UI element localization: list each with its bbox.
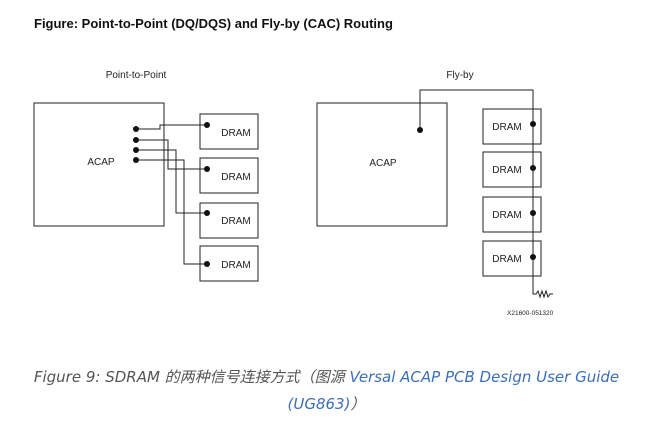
right-dram-label-3: DRAM xyxy=(492,210,521,221)
right-dram-box-1 xyxy=(482,108,542,145)
flyby-dot-dram-1 xyxy=(530,121,536,127)
p2p-dot-dram-2 xyxy=(204,166,210,172)
left-dram-label-2: DRAM xyxy=(221,172,250,183)
figure-id: X21600-051320 xyxy=(507,310,554,317)
flyby-dot-dram-3 xyxy=(530,210,536,216)
termination-resistor-icon xyxy=(532,286,553,299)
p2p-dot-dram-1 xyxy=(204,122,210,128)
flyby-dot-acap xyxy=(417,127,423,133)
caption-suffix: ） xyxy=(350,395,366,413)
right-diagram-label: Fly-by xyxy=(446,70,473,81)
p2p-line-3 xyxy=(136,149,207,214)
flyby-dot-dram-2 xyxy=(530,165,536,171)
p2p-dot-acap-2 xyxy=(133,137,139,143)
left-dram-box-3 xyxy=(199,202,259,239)
p2p-dot-dram-3 xyxy=(204,210,210,216)
right-acap-box xyxy=(316,102,448,227)
flyby-bus xyxy=(419,89,534,286)
p2p-dot-acap-4 xyxy=(133,157,139,163)
figure-title: Figure: Point-to-Point (DQ/DQS) and Fly-… xyxy=(34,16,393,31)
p2p-line-1 xyxy=(136,124,207,130)
left-dram-label-3: DRAM xyxy=(221,216,250,227)
left-dram-label-4: DRAM xyxy=(221,260,250,271)
right-dram-label-1: DRAM xyxy=(492,122,521,133)
caption-source-link[interactable]: Versal ACAP PCB Design User Guide (UG863… xyxy=(287,368,620,413)
caption-prefix: Figure 9: SDRAM 的两种信号连接方式（图源 xyxy=(33,368,350,386)
left-dram-box-2 xyxy=(199,157,259,194)
flyby-dot-dram-4 xyxy=(530,254,536,260)
p2p-dot-dram-4 xyxy=(204,261,210,267)
left-acap-label: ACAP xyxy=(87,157,115,168)
p2p-dot-acap-3 xyxy=(133,147,139,153)
right-dram-label-4: DRAM xyxy=(492,254,521,265)
left-dram-box-1 xyxy=(199,113,259,150)
figure-caption: Figure 9: SDRAM 的两种信号连接方式（图源 Versal ACAP… xyxy=(0,364,653,418)
left-dram-label-1: DRAM xyxy=(221,128,250,139)
p2p-dot-acap-1 xyxy=(133,126,139,132)
p2p-line-2 xyxy=(136,139,207,170)
left-diagram-label: Point-to-Point xyxy=(106,70,167,81)
routing-diagram: Point-to-Point ACAP DRAM DRAM DRAM DRAM … xyxy=(33,70,554,317)
right-dram-label-2: DRAM xyxy=(492,165,521,176)
left-acap-box xyxy=(33,102,165,227)
p2p-line-4 xyxy=(136,159,207,265)
right-acap-label: ACAP xyxy=(369,158,397,169)
